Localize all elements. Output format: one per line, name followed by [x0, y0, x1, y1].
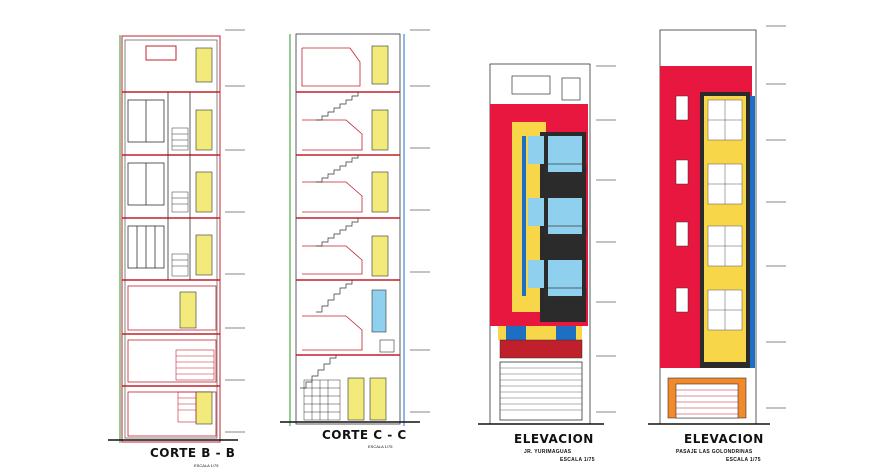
view-subtitle-elevacion-2: PASAJE LAS GOLONDRINAS	[676, 449, 753, 455]
section-b-b	[108, 29, 245, 443]
view-title-elevacion-1: ELEVACION	[514, 432, 594, 446]
view-scale-corte-b-b: ESCALA 1/75	[194, 463, 219, 468]
elevation-pasaje-las-golondrinas	[648, 25, 786, 425]
view-title-corte-b-b: CORTE B - B	[150, 446, 236, 460]
view-title-elevacion-2: ELEVACION	[684, 432, 764, 446]
view-subtitle-elevacion-1: JR. YURIMAGUAS	[524, 449, 572, 455]
view-scale-corte-c-c: ESCALA 1/75	[368, 444, 393, 449]
view-title-corte-c-c: CORTE C - C	[322, 428, 407, 442]
elevation-jr-yurimaguas	[478, 63, 616, 425]
view-scale-elevacion-1: ESCALA 1/75	[560, 457, 595, 463]
view-scale-elevacion-2: ESCALA 1/75	[726, 457, 761, 463]
section-c-c	[280, 29, 430, 426]
